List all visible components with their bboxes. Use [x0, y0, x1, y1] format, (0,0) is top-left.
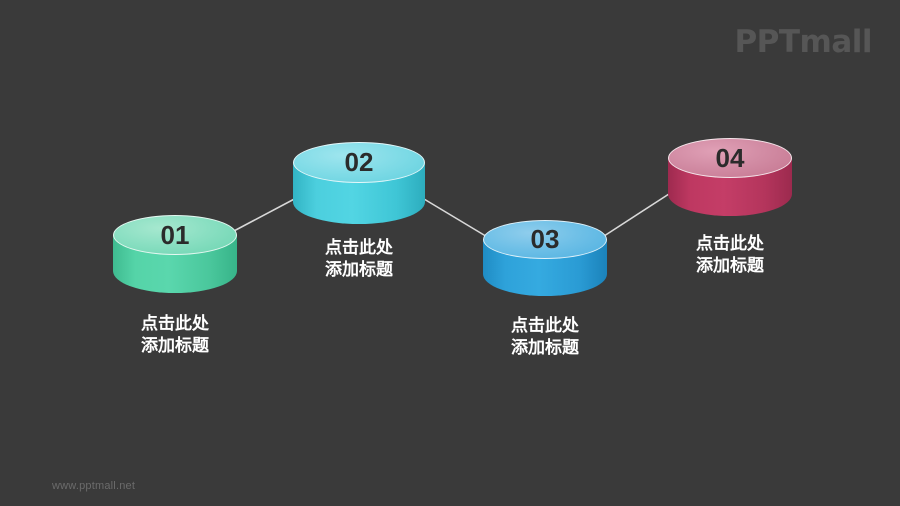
caption-04: 点击此处 添加标题 [696, 233, 764, 278]
caption-01-line1: 点击此处 [141, 314, 209, 334]
pptmall-logo: PPTmall [734, 24, 872, 60]
caption-01: 点击此处 添加标题 [141, 313, 209, 358]
caption-02: 点击此处 添加标题 [325, 237, 393, 282]
cylinder-top-04 [668, 138, 792, 178]
caption-01-line2: 添加标题 [141, 336, 209, 357]
cylinder-number-04: 04 [715, 142, 745, 173]
step-cylinder-03[interactable]: 03 [483, 220, 607, 296]
connector-02-03 [418, 195, 490, 239]
caption-02-line1: 点击此处 [325, 238, 393, 258]
caption-04-line1: 点击此处 [696, 234, 764, 254]
step-cylinder-01[interactable]: 01 [113, 215, 237, 293]
cylinder-number-03: 03 [530, 224, 560, 254]
caption-03-line1: 点击此处 [511, 316, 579, 336]
caption-03: 点击此处 添加标题 [511, 315, 579, 360]
caption-02-line2: 添加标题 [325, 260, 393, 281]
connector-03-04 [600, 191, 673, 239]
cylinder-number-02: 02 [344, 147, 374, 177]
connector-01-02 [231, 195, 301, 233]
caption-04-line2: 添加标题 [696, 256, 764, 277]
step-cylinder-04[interactable]: 04 [668, 138, 792, 216]
cylinder-number-01: 01 [160, 219, 190, 250]
cylinder-top-02 [293, 142, 425, 183]
cylinder-top-03 [483, 220, 607, 259]
caption-03-line2: 添加标题 [511, 338, 579, 359]
footer-url[interactable]: www.pptmall.net [52, 480, 136, 492]
step-cylinder-02[interactable]: 02 [293, 142, 425, 224]
cylinder-top-01 [113, 215, 237, 255]
